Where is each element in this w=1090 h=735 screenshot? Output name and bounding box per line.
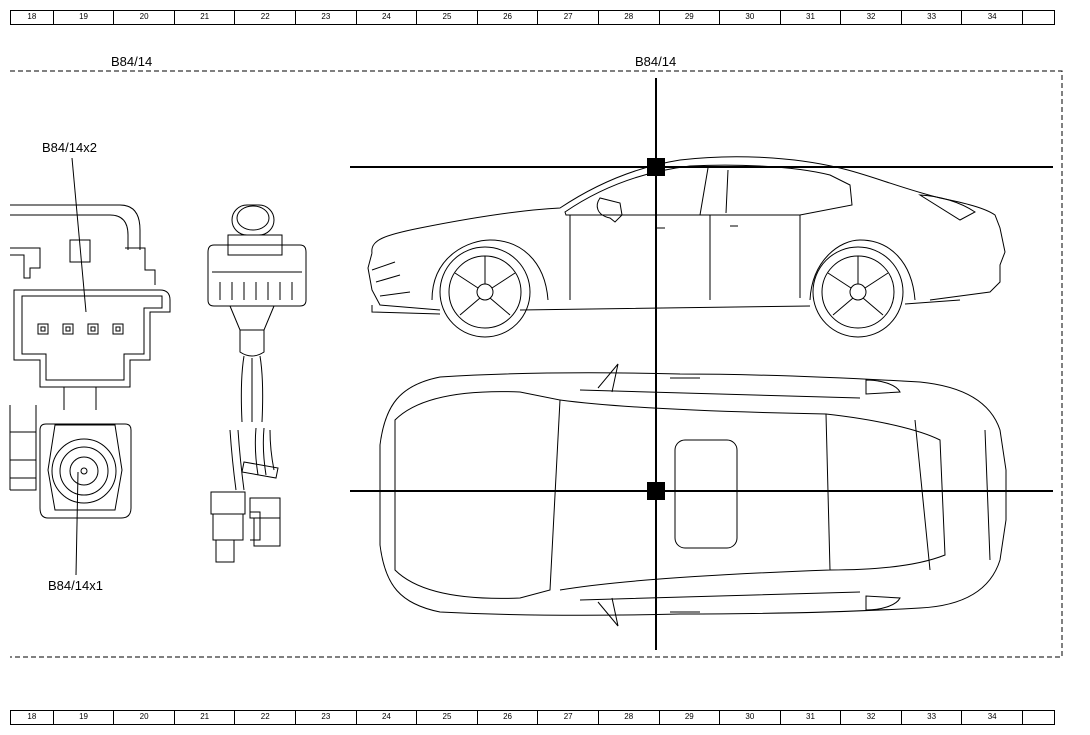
ruler-cell: 25: [416, 711, 477, 724]
ruler-cell: 30: [719, 11, 780, 24]
ruler-cell: 27: [537, 711, 598, 724]
ruler-cell: 22: [234, 711, 295, 724]
terminal-pin-1: [37, 323, 49, 335]
connector-label-x2: B84/14x2: [42, 140, 97, 155]
component-frame: [10, 70, 1063, 658]
ruler-cell: 20: [113, 11, 174, 24]
coax-socket: [51, 438, 117, 504]
ruler-cell: 22: [234, 11, 295, 24]
ruler-cell: 28: [597, 711, 659, 724]
terminal-pin-3: [87, 323, 99, 335]
connector-housing-drawing: [9, 204, 171, 519]
location-marker-top: [647, 482, 665, 500]
terminal-pin-4: [112, 323, 124, 335]
ruler-cell: 26: [476, 711, 538, 724]
ruler-cell: 29: [658, 11, 720, 24]
leader-line-x1: [75, 471, 79, 576]
ruler-cell: 34: [961, 11, 1022, 24]
component-label-left: B84/14: [111, 54, 153, 69]
ruler-cell: 20: [113, 711, 174, 724]
sunroof: [674, 439, 738, 549]
ruler-cell: 33: [900, 11, 962, 24]
inline-plug: [210, 491, 246, 515]
ruler-cell: 32: [840, 711, 901, 724]
ruler-cell: 19: [52, 711, 114, 724]
ruler-cell: 29: [658, 711, 720, 724]
ruler-cell: 18: [10, 711, 53, 724]
ruler-cell: 23: [295, 11, 356, 24]
terminal-pin-2: [62, 323, 74, 335]
ruler-cell: 28: [597, 11, 659, 24]
ruler-cell: 23: [295, 711, 356, 724]
ruler-cell: 26: [476, 11, 538, 24]
rear-wheel: [812, 246, 904, 338]
ruler-cell: 31: [779, 711, 841, 724]
ruler-cell: [1021, 711, 1056, 724]
vehicle-side-view: [367, 156, 1006, 338]
ruler-cell: 25: [416, 11, 477, 24]
ruler-cell: 21: [173, 711, 235, 724]
vehicle-top-view: [379, 363, 1007, 627]
ruler-cell: [1021, 11, 1056, 24]
ruler-cell: 24: [355, 11, 417, 24]
ruler-cell: 19: [52, 11, 114, 24]
location-marker-side: [647, 158, 665, 176]
ruler-cell: 34: [961, 711, 1022, 724]
ruler-cell: 31: [779, 11, 841, 24]
ruler-cell: 33: [900, 711, 962, 724]
connector-label-x1: B84/14x1: [48, 578, 103, 593]
camera-module-drawing: [207, 204, 307, 563]
ruler-cell: 32: [840, 11, 901, 24]
leader-line-x2: [71, 157, 87, 313]
component-label-right: B84/14: [635, 54, 677, 69]
ruler-cell: 24: [355, 711, 417, 724]
ruler-cell: 30: [719, 711, 780, 724]
ruler-cell: 27: [537, 11, 598, 24]
front-wheel: [439, 246, 531, 338]
inline-socket: [249, 497, 281, 519]
ruler-cell: 21: [173, 11, 235, 24]
ruler-cell: 18: [10, 11, 53, 24]
